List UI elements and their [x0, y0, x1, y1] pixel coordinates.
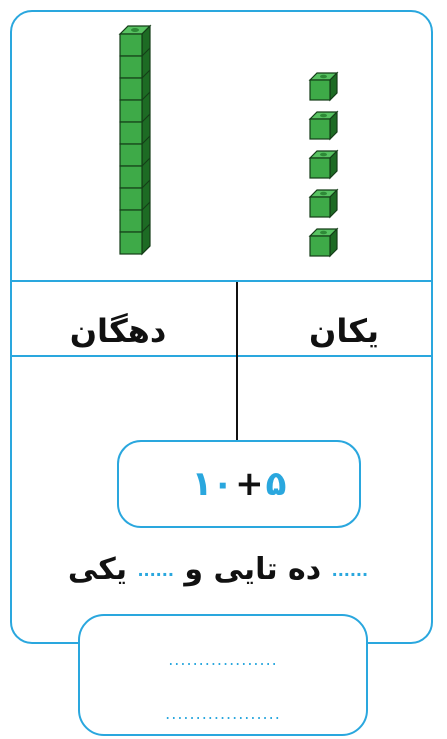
rod-cube: [120, 78, 142, 100]
answer-box[interactable]: .................. ...................: [78, 614, 368, 736]
tens-word: ده تایی و: [184, 552, 321, 587]
rod-cube: [120, 56, 142, 78]
unit-cube-knob: [320, 231, 327, 235]
fill-in-sentence: ...... ده تایی و ...... یکی: [14, 552, 422, 587]
rod-cube: [120, 188, 142, 210]
rod-cube: [120, 166, 142, 188]
equation-tens: ۱۰: [192, 464, 234, 504]
tens-header: دهگان: [12, 296, 224, 366]
unit-cubes: [302, 70, 362, 270]
unit-cube: [310, 236, 330, 256]
ones-word: یکی: [68, 552, 127, 587]
rod-cube: [120, 144, 142, 166]
ones-blank[interactable]: ......: [137, 561, 173, 580]
unit-cube: [310, 80, 330, 100]
tens-rod: [110, 22, 170, 272]
unit-cube-knob: [320, 153, 327, 157]
equation-ones: ۵: [266, 464, 287, 504]
answer-line-2[interactable]: ...................: [80, 704, 366, 723]
rod-cube: [120, 34, 142, 56]
unit-cube: [310, 197, 330, 217]
divider-top: [10, 280, 433, 282]
unit-cube-knob: [320, 114, 327, 118]
unit-cube: [310, 119, 330, 139]
ones-header: یکان: [238, 296, 447, 366]
equation-box: ۱۰ + ۵: [117, 440, 361, 528]
rod-knob: [131, 28, 139, 32]
unit-cube-knob: [320, 192, 327, 196]
tens-blank[interactable]: ......: [332, 561, 368, 580]
answer-line-1[interactable]: ..................: [80, 650, 366, 669]
rod-cube: [120, 100, 142, 122]
rod-cube: [120, 232, 142, 254]
unit-cube: [310, 158, 330, 178]
unit-cube-knob: [320, 75, 327, 79]
rod-cube: [120, 122, 142, 144]
equation-plus: +: [235, 464, 264, 504]
rod-cube: [120, 210, 142, 232]
